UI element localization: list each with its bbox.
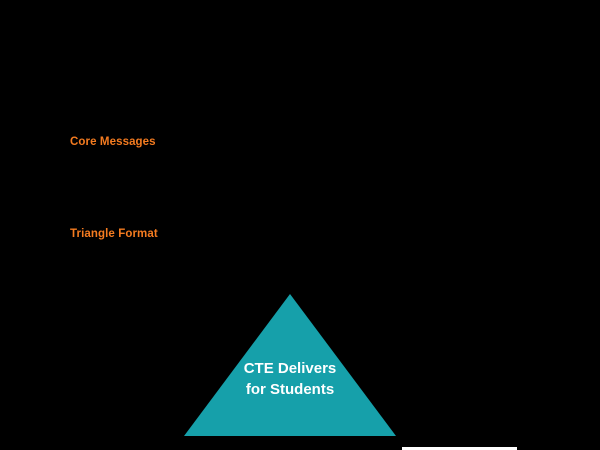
bottom-divider [402,447,517,450]
triangle-format-heading: Triangle Format [70,228,158,240]
triangle-shape [184,294,396,436]
core-messages-heading: Core Messages [70,136,156,148]
triangle-label-line-1: CTE Delivers [243,360,337,377]
triangle-label-line-2: for Students [245,381,335,398]
triangle-label: CTE Delivers for Students [204,358,376,400]
